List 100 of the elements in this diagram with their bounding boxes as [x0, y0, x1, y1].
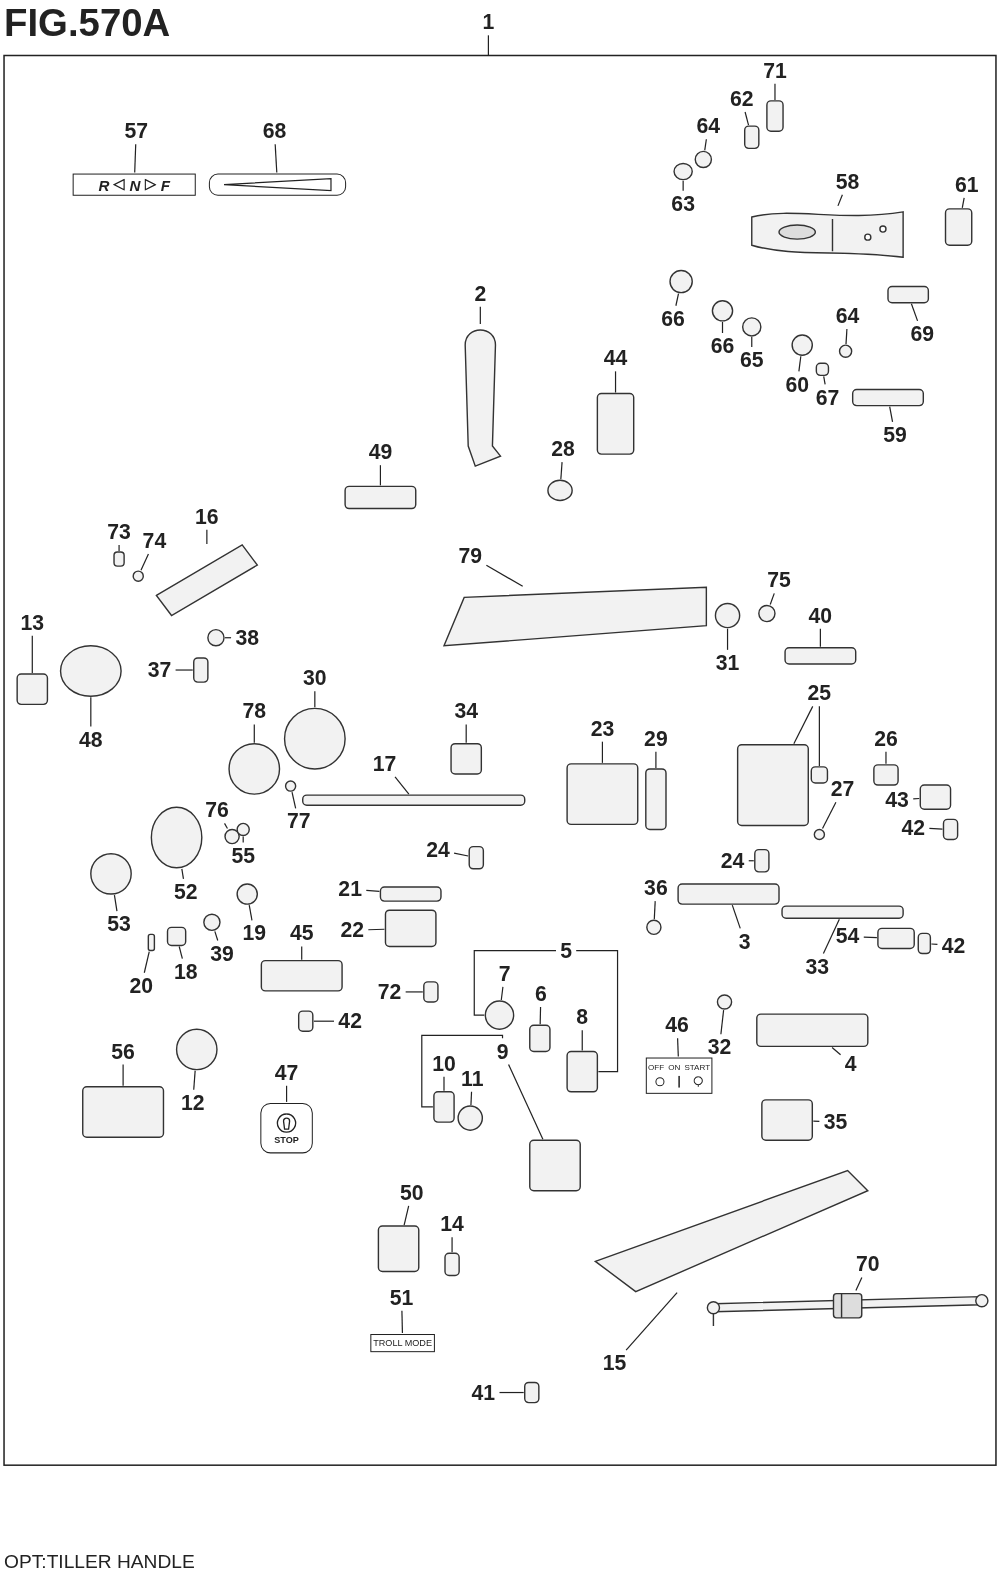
callout-number: 44 — [600, 346, 631, 371]
leader-line — [769, 592, 775, 606]
callout-number: 8 — [573, 1005, 592, 1030]
callout-number: 39 — [206, 941, 238, 966]
decal-text: OFF — [648, 1063, 665, 1072]
bracket-drawing — [751, 211, 904, 259]
decal-plate — [208, 173, 347, 196]
part-drawing — [377, 1225, 420, 1273]
leader-line — [601, 741, 604, 764]
leader-line — [473, 949, 557, 1016]
callout-number: 75 — [763, 568, 795, 593]
leader-line — [479, 306, 481, 325]
callout-number: 70 — [852, 1252, 883, 1277]
callout-number: 78 — [239, 699, 270, 724]
callout-number: 24 — [717, 848, 748, 873]
part-drawing — [302, 794, 526, 806]
callout-number: 64 — [832, 303, 863, 328]
leader-line — [912, 797, 920, 800]
part-drawing — [917, 932, 932, 955]
part-drawing — [468, 845, 485, 870]
callout-number: 67 — [812, 385, 843, 410]
part-drawing — [784, 647, 857, 665]
leader-line — [961, 197, 965, 209]
part-drawing — [677, 883, 780, 905]
leader-line — [748, 860, 755, 862]
part-drawing — [756, 1013, 869, 1048]
leader-line — [242, 835, 244, 844]
callout-number: 46 — [661, 1013, 693, 1038]
handle-housing-drawing — [442, 586, 708, 647]
callout-number: 45 — [286, 921, 317, 946]
decal-plate — [370, 1334, 435, 1353]
callout-number: 48 — [75, 727, 106, 752]
callout-number: 30 — [299, 666, 330, 691]
round-part-drawing — [236, 822, 250, 837]
callout-number: 10 — [428, 1051, 460, 1076]
callout-number: 71 — [759, 58, 791, 83]
callout-number: 28 — [547, 436, 579, 462]
callout-number: 66 — [707, 334, 738, 359]
part-drawing — [529, 1024, 551, 1053]
callout-number: 33 — [802, 954, 833, 979]
part-drawing — [877, 927, 915, 950]
callout-number: 17 — [369, 751, 400, 776]
callout-number: 53 — [103, 912, 135, 937]
leader-line — [682, 180, 684, 192]
leader-line — [855, 1276, 863, 1292]
callout-number: 77 — [283, 809, 314, 834]
round-part-drawing — [228, 743, 281, 795]
callout-number: 40 — [805, 603, 836, 628]
leader-line — [614, 370, 617, 394]
callout-number: 5 — [557, 938, 576, 963]
part-drawing — [379, 886, 442, 902]
round-part-drawing — [203, 913, 221, 932]
callout-number: 73 — [103, 519, 135, 544]
leader-line — [365, 889, 380, 893]
callout-number: 13 — [17, 610, 48, 635]
leader-line — [726, 628, 729, 651]
round-part-drawing — [457, 1105, 484, 1131]
part-drawing — [919, 784, 952, 810]
callout-number: 25 — [804, 681, 835, 706]
callout-number: 42 — [335, 1009, 366, 1034]
callout-number: 54 — [832, 924, 863, 949]
leader-line — [793, 705, 814, 745]
callout-number: 20 — [126, 973, 157, 998]
callout-number: 15 — [599, 1351, 630, 1376]
leader-line — [675, 293, 680, 307]
callout-number: 66 — [657, 306, 689, 331]
leader-line — [405, 991, 424, 993]
round-part-drawing — [150, 806, 203, 869]
round-part-drawing — [132, 570, 144, 582]
leader-line — [704, 138, 707, 151]
part-drawing — [566, 1050, 599, 1093]
caption: OPT:TILLER HANDLE — [4, 1551, 195, 1572]
leader-line — [507, 1063, 544, 1140]
leader-line — [224, 637, 232, 639]
callout-number: 18 — [170, 959, 201, 984]
callout-number: 76 — [201, 798, 233, 823]
part-drawing — [113, 551, 125, 567]
callout-number: 16 — [191, 504, 222, 529]
leader-line — [818, 705, 820, 767]
round-part-drawing — [673, 162, 693, 181]
decal-plate — [645, 1057, 713, 1094]
part-drawing — [16, 673, 49, 706]
leader-line — [122, 1063, 124, 1087]
leader-line — [487, 34, 489, 57]
part-drawing — [744, 125, 760, 150]
callout-number: 72 — [374, 979, 405, 1005]
part-drawing — [193, 657, 209, 683]
callout-number: 38 — [232, 625, 263, 650]
callout-number: 65 — [736, 348, 767, 373]
part-drawing — [754, 848, 770, 873]
leader-line — [821, 801, 837, 830]
leader-line — [560, 461, 563, 480]
part-drawing — [260, 959, 343, 992]
callout-number: 41 — [468, 1380, 499, 1405]
round-part-drawing — [284, 780, 297, 792]
leader-line — [301, 945, 303, 961]
leader-line — [655, 751, 657, 769]
callout-number: 50 — [396, 1180, 427, 1205]
leader-line — [214, 930, 219, 942]
round-part-drawing — [716, 994, 733, 1010]
